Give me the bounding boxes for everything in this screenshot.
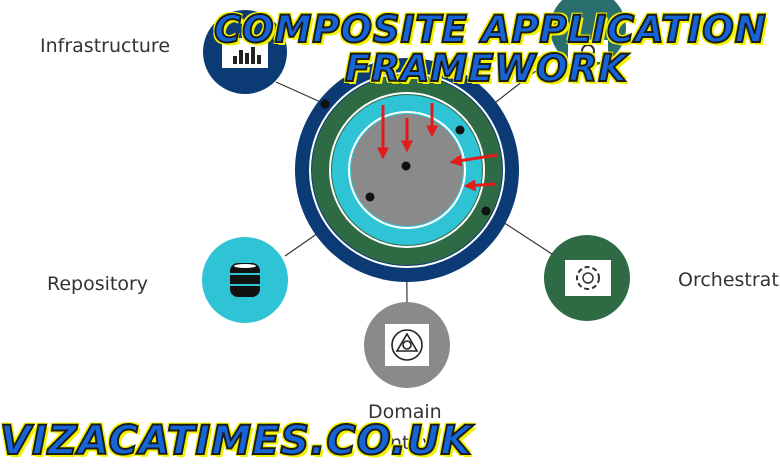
node-infrastructure bbox=[203, 10, 287, 94]
bar-chart-icon bbox=[233, 47, 261, 64]
label-repository: Repository bbox=[47, 273, 149, 295]
arrow bbox=[449, 153, 498, 167]
banner-title-line1: COMPOSITE APPLICATION bbox=[213, 7, 767, 52]
junction-dot bbox=[320, 99, 330, 109]
label-orchestration: Orchestrat bbox=[678, 269, 779, 291]
node-top-right bbox=[550, 0, 626, 66]
gear-icon bbox=[581, 44, 595, 58]
label-domain: Domain bbox=[368, 401, 442, 423]
junction-dot bbox=[481, 206, 491, 216]
label-infrastructure: Infrastructure bbox=[40, 35, 171, 57]
connector-infrastructure bbox=[275, 81, 326, 105]
watermark-site: VIZACATIMES.CO.UK bbox=[0, 417, 473, 465]
node-repository bbox=[202, 237, 288, 323]
cycle-icon bbox=[576, 266, 600, 290]
arrow bbox=[463, 179, 496, 192]
label-entity: Entity bbox=[378, 432, 434, 454]
arrows bbox=[377, 103, 498, 192]
banner-title-line2: FRAMEWORK bbox=[344, 46, 628, 91]
junction-dot bbox=[401, 161, 411, 171]
entity-icon bbox=[391, 329, 423, 361]
junction-dot bbox=[455, 125, 465, 135]
node-orchestration bbox=[544, 235, 630, 321]
database-icon bbox=[230, 263, 260, 297]
junction-dot bbox=[365, 192, 375, 202]
node-domain-entity bbox=[364, 302, 450, 388]
